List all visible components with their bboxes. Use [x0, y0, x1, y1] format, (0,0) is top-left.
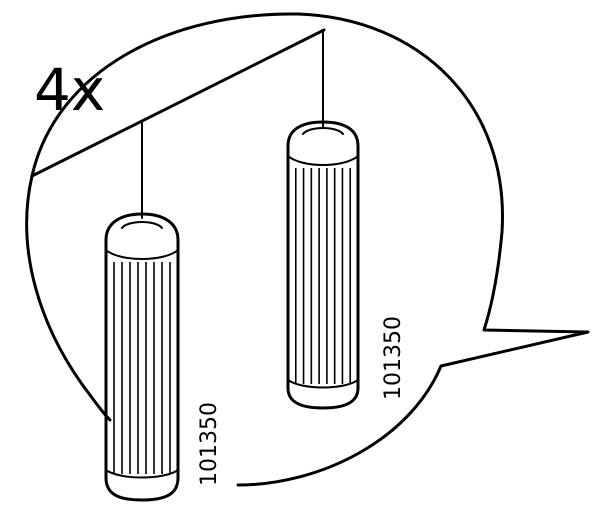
callout-bubble-lower-arc: [88, 393, 112, 422]
callout-bubble: [25, 12, 590, 487]
part-number-right: 101350: [381, 316, 406, 400]
part-number-left: 101350: [197, 402, 222, 486]
dowel-left: [104, 212, 180, 502]
dowel-right: [286, 120, 360, 410]
hanging-rail: [30, 28, 326, 178]
quantity-label: 4x: [34, 56, 105, 124]
